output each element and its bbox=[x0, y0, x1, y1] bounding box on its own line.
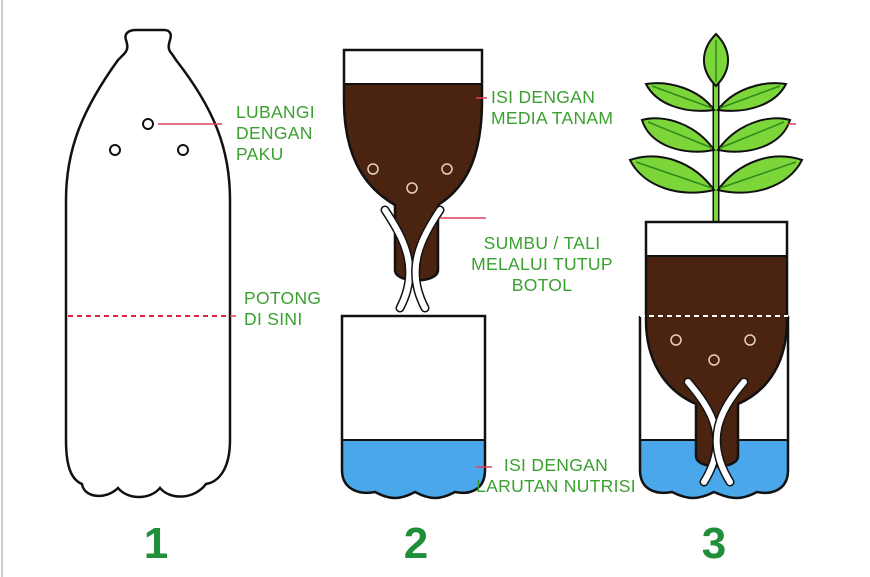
label-line: MELALUI TUTUP bbox=[471, 254, 613, 274]
label-line: MEDIA TANAM bbox=[491, 108, 614, 128]
punched-hole bbox=[670, 334, 682, 346]
label-line: LARUTAN NUTRISI bbox=[476, 476, 636, 496]
label-line: BOTOL bbox=[511, 275, 573, 295]
bottle-step-1 bbox=[64, 28, 236, 499]
label-line: SUMBU / TALI bbox=[483, 233, 601, 253]
step-number-3: 3 bbox=[701, 519, 727, 568]
label-line: LUBANGI bbox=[236, 102, 315, 122]
label-potong: POTONG DI SINI bbox=[244, 288, 321, 330]
label-line: ISI DENGAN bbox=[491, 87, 596, 107]
label-isi-media: ISI DENGAN MEDIA TANAM bbox=[491, 87, 613, 129]
label-line: POTONG bbox=[244, 288, 322, 308]
punched-hole bbox=[708, 354, 720, 366]
label-line: PAKU bbox=[236, 144, 284, 164]
label-line: DENGAN bbox=[236, 123, 313, 143]
label-line: DI SINI bbox=[244, 309, 303, 329]
punched-hole bbox=[744, 334, 756, 346]
punched-hole bbox=[367, 163, 379, 175]
punched-hole bbox=[177, 144, 189, 156]
label-sumbu: SUMBU / TALI MELALUI TUTUP BOTOL bbox=[464, 233, 620, 296]
nutrient-solution bbox=[342, 440, 485, 498]
punched-hole bbox=[142, 118, 154, 130]
punched-hole bbox=[109, 144, 121, 156]
label-line: ISI DENGAN bbox=[503, 455, 609, 475]
step-number-2: 2 bbox=[403, 519, 429, 568]
punched-hole bbox=[441, 163, 453, 175]
punched-hole bbox=[406, 182, 418, 194]
bottle-outline bbox=[64, 28, 232, 499]
label-lubangi: LUBANGI DENGAN PAKU bbox=[236, 102, 315, 165]
step-number-1: 1 bbox=[143, 519, 169, 568]
label-isi-nutrisi: ISI DENGAN LARUTAN NUTRISI bbox=[468, 455, 644, 497]
plant bbox=[628, 32, 804, 222]
bottle-step-3 bbox=[628, 32, 804, 500]
